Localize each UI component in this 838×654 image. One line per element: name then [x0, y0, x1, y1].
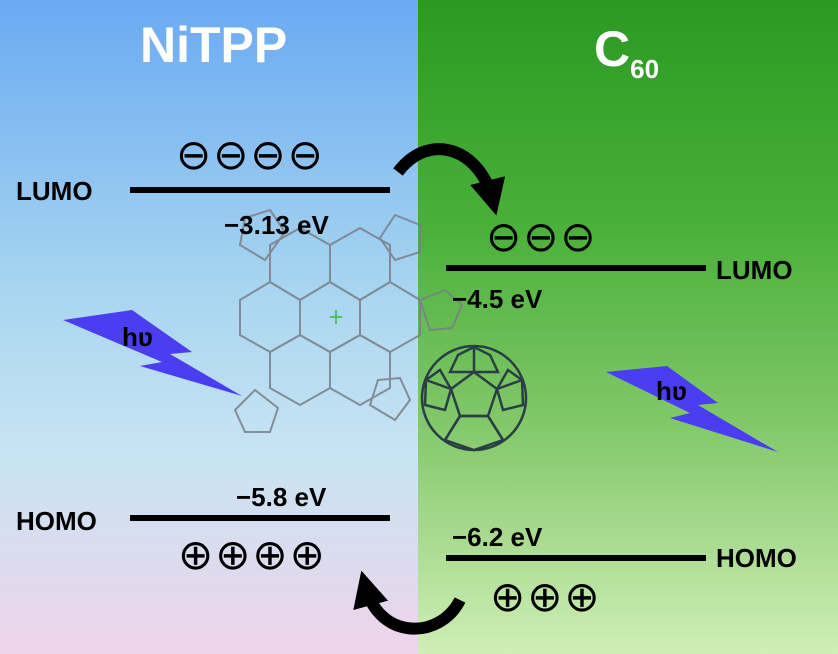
- c60-title: C60: [594, 21, 660, 84]
- nitpp-lumo-label: LUMO: [16, 176, 93, 206]
- hole-transfer-arrow-icon: [353, 570, 466, 635]
- c60-molecule-icon: [420, 344, 528, 452]
- c60-lumo-label: LUMO: [716, 255, 793, 285]
- nitpp-lumo-level: [130, 187, 390, 193]
- photon-left-label: hʋ: [122, 322, 154, 352]
- c60-homo-holes: ⊕⊕⊕: [490, 573, 602, 620]
- c60-lumo-energy: −4.5 eV: [452, 284, 543, 314]
- nitpp-homo-energy: −5.8 eV: [236, 482, 327, 512]
- c60-homo-label: HOMO: [716, 543, 797, 573]
- c60-lumo-electrons: ⊖⊖⊖: [486, 213, 598, 260]
- nitpp-homo-label: HOMO: [16, 506, 97, 536]
- nitpp-panel: [0, 0, 418, 654]
- photon-right-label: hʋ: [656, 376, 688, 406]
- c60-title-subscript: 60: [630, 54, 660, 84]
- nitpp-title: NiTPP: [140, 17, 288, 73]
- c60-homo-level: [446, 555, 706, 561]
- nitpp-lumo-electrons: ⊖⊖⊖⊖: [176, 131, 325, 178]
- nitpp-homo-holes: ⊕⊕⊕⊕: [178, 531, 327, 578]
- electron-transfer-arrow-icon: [393, 143, 506, 216]
- c60-homo-energy: −6.2 eV: [452, 522, 543, 552]
- nitpp-lumo-energy: −3.13 eV: [224, 210, 329, 240]
- nitpp-molecule-icon: [233, 208, 464, 433]
- c60-lumo-level: [446, 265, 706, 271]
- photon-bolt-right-icon: [606, 366, 778, 452]
- photon-bolt-left-icon: [63, 310, 242, 396]
- c60-panel: [418, 0, 838, 654]
- nitpp-homo-level: [130, 515, 390, 521]
